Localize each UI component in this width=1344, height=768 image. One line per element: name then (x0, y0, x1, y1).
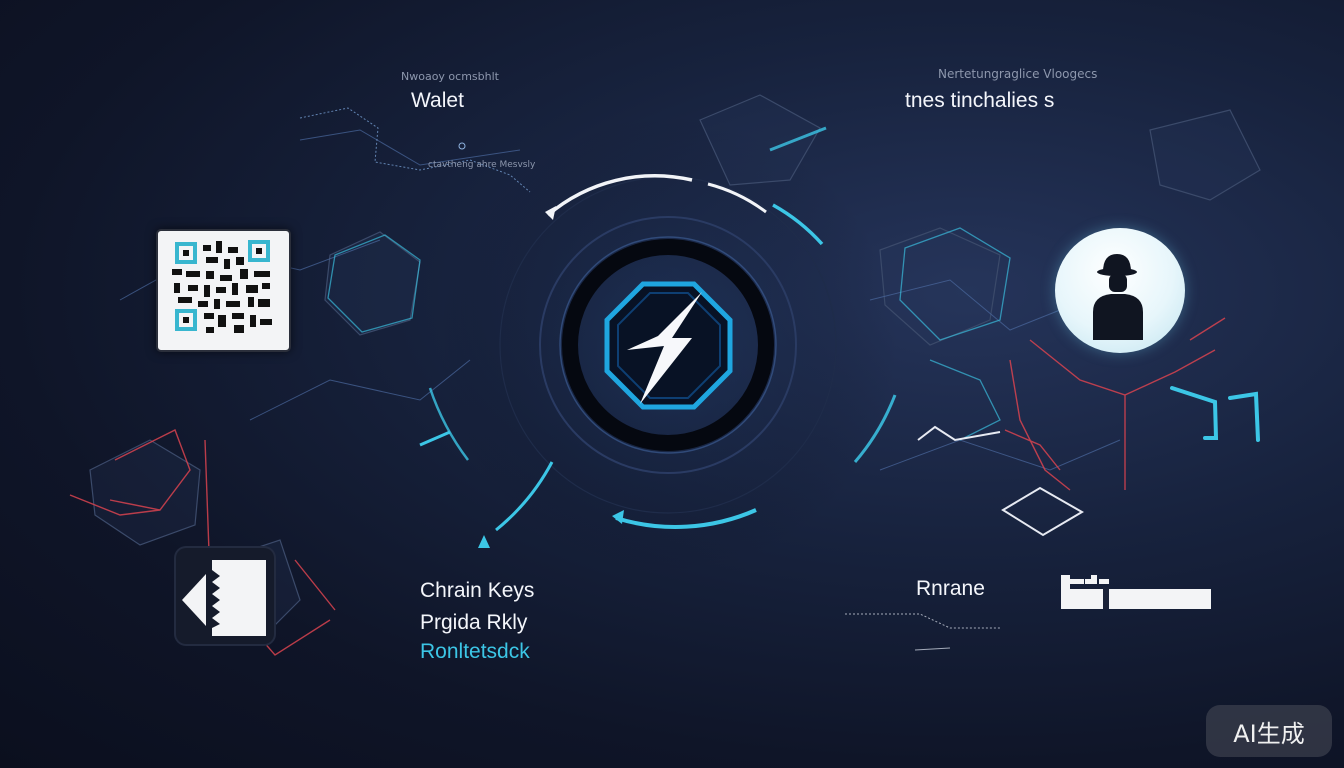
features-title: tnes tinchalies s (905, 89, 1055, 112)
features-caption: Nertetungraglice Vloogecs (938, 67, 1098, 81)
wallet-caption: Nwoaoy ocmsbhlt (401, 70, 499, 83)
route-caption: ctavtheng ahre Mesvsly (428, 160, 536, 170)
rename-label: Rnrane (916, 577, 985, 600)
lightning-bolt-icon (627, 292, 702, 404)
qr-code-card[interactable] (156, 229, 291, 352)
ticket-card[interactable] (176, 548, 274, 644)
qr-code-icon (172, 240, 272, 333)
progress-bar-icon (1061, 575, 1211, 609)
user-hat-icon (1093, 254, 1143, 340)
recovery-link[interactable]: Ronltetsdck (420, 640, 530, 663)
chain-keys-label: Chrain Keys (420, 579, 535, 602)
wallet-title: Walet (411, 89, 464, 112)
ai-generated-badge: AI生成 (1206, 705, 1332, 757)
progress-bar-widget[interactable] (1061, 575, 1211, 611)
user-avatar[interactable] (1055, 228, 1185, 353)
ticket-arrow-icon (182, 560, 266, 636)
private-key-label: Prgida Rkly (420, 611, 528, 634)
